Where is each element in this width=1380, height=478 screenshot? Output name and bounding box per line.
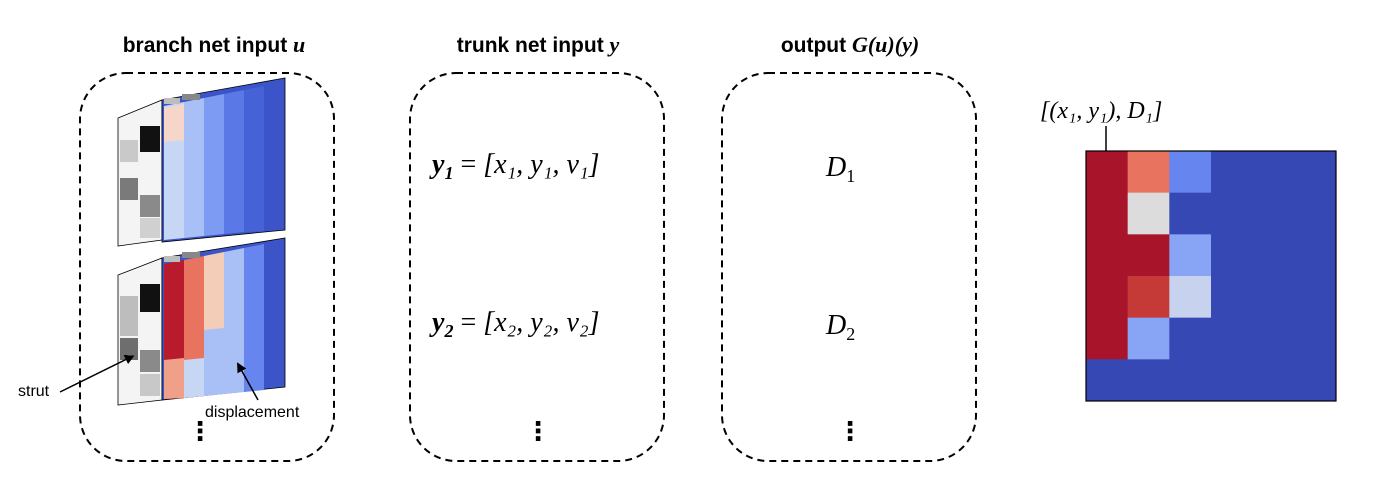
disp-column [244, 244, 264, 392]
disp-cell [184, 358, 204, 398]
field-cell [1169, 276, 1212, 319]
field-cell [1294, 276, 1337, 319]
strut-cell [140, 350, 160, 372]
strut-cell [120, 296, 138, 336]
field-cell [1086, 317, 1129, 360]
strut-cell [120, 178, 138, 200]
field-cell [1294, 192, 1337, 235]
field-cell [1086, 192, 1129, 235]
field-cell [1294, 317, 1337, 360]
disp-cell [204, 328, 224, 396]
field-cell [1252, 359, 1295, 402]
strut-label: strut [18, 383, 50, 400]
trunk-title: trunk net input y [457, 32, 620, 57]
disp-column [224, 248, 244, 394]
field-cell [1211, 317, 1254, 360]
strut-cell [140, 284, 160, 312]
field-cell [1127, 359, 1170, 402]
field-cell [1252, 192, 1295, 235]
field-cell [1169, 151, 1212, 194]
branch-title: branch net input u [123, 32, 306, 57]
field-cell [1252, 317, 1295, 360]
disp-column [204, 94, 224, 236]
output-row-1: D1 [825, 152, 855, 186]
field-cell [1252, 151, 1295, 194]
field-cell [1127, 151, 1170, 194]
output-row-2: D2 [825, 310, 855, 344]
field-cell [1211, 192, 1254, 235]
strut-cell [140, 218, 160, 238]
field-cell [1294, 151, 1337, 194]
field-cell [1169, 234, 1212, 277]
field-cell [1211, 359, 1254, 402]
strut-cell [120, 338, 138, 360]
field-cell [1127, 192, 1170, 235]
strut-cell [140, 126, 160, 152]
strut-cell [140, 374, 160, 396]
field-cell [1086, 234, 1129, 277]
field-cell [1252, 276, 1295, 319]
field-cell [1127, 317, 1170, 360]
field-cell [1086, 359, 1129, 402]
displacement-label: displacement [205, 404, 300, 421]
disp-header [164, 256, 180, 262]
strut-arrow [59, 355, 135, 393]
trunk-row-2: y2 = [x₂, y₂, v₂] [429, 307, 600, 341]
field-cell [1169, 192, 1212, 235]
disp-cell [164, 358, 184, 399]
field-cell [1086, 151, 1129, 194]
output-ellipsis: ⋮ [837, 417, 863, 447]
field-label: [(x₁, y₁), D₁] [1040, 98, 1162, 124]
disp-header [182, 252, 200, 258]
field-cell [1294, 234, 1337, 277]
strut-cell [120, 140, 138, 162]
disp-column [184, 98, 204, 238]
strut-cell [140, 195, 160, 217]
field-cell [1169, 317, 1212, 360]
trunk-box [409, 72, 665, 462]
disp-header [164, 98, 180, 104]
output-title: output G(u)(y) [781, 32, 919, 57]
field-cell [1086, 276, 1129, 319]
disp-column [224, 90, 244, 234]
field-cell [1211, 151, 1254, 194]
trunk-ellipsis: ⋮ [525, 417, 551, 447]
branch-sample-2 [117, 237, 286, 406]
field-cell [1211, 234, 1254, 277]
output-box [721, 72, 977, 462]
field-border [1085, 150, 1337, 402]
field-cell [1127, 276, 1170, 319]
field-cell [1169, 359, 1212, 402]
trunk-row-1: y1 = [x₁, y₁, v₁] [429, 149, 600, 183]
branch-box [79, 72, 335, 462]
disp-column [244, 86, 264, 232]
field-cell [1252, 234, 1295, 277]
branch-sample-1 [117, 77, 286, 247]
branch-ellipsis: ⋮ [187, 417, 213, 447]
field-grid [1086, 151, 1337, 402]
field-cell [1294, 359, 1337, 402]
disp-header [182, 94, 200, 100]
disp-cell [164, 104, 184, 142]
field-cell [1127, 234, 1170, 277]
field-cell [1211, 276, 1254, 319]
displacement-arrow [237, 362, 259, 401]
